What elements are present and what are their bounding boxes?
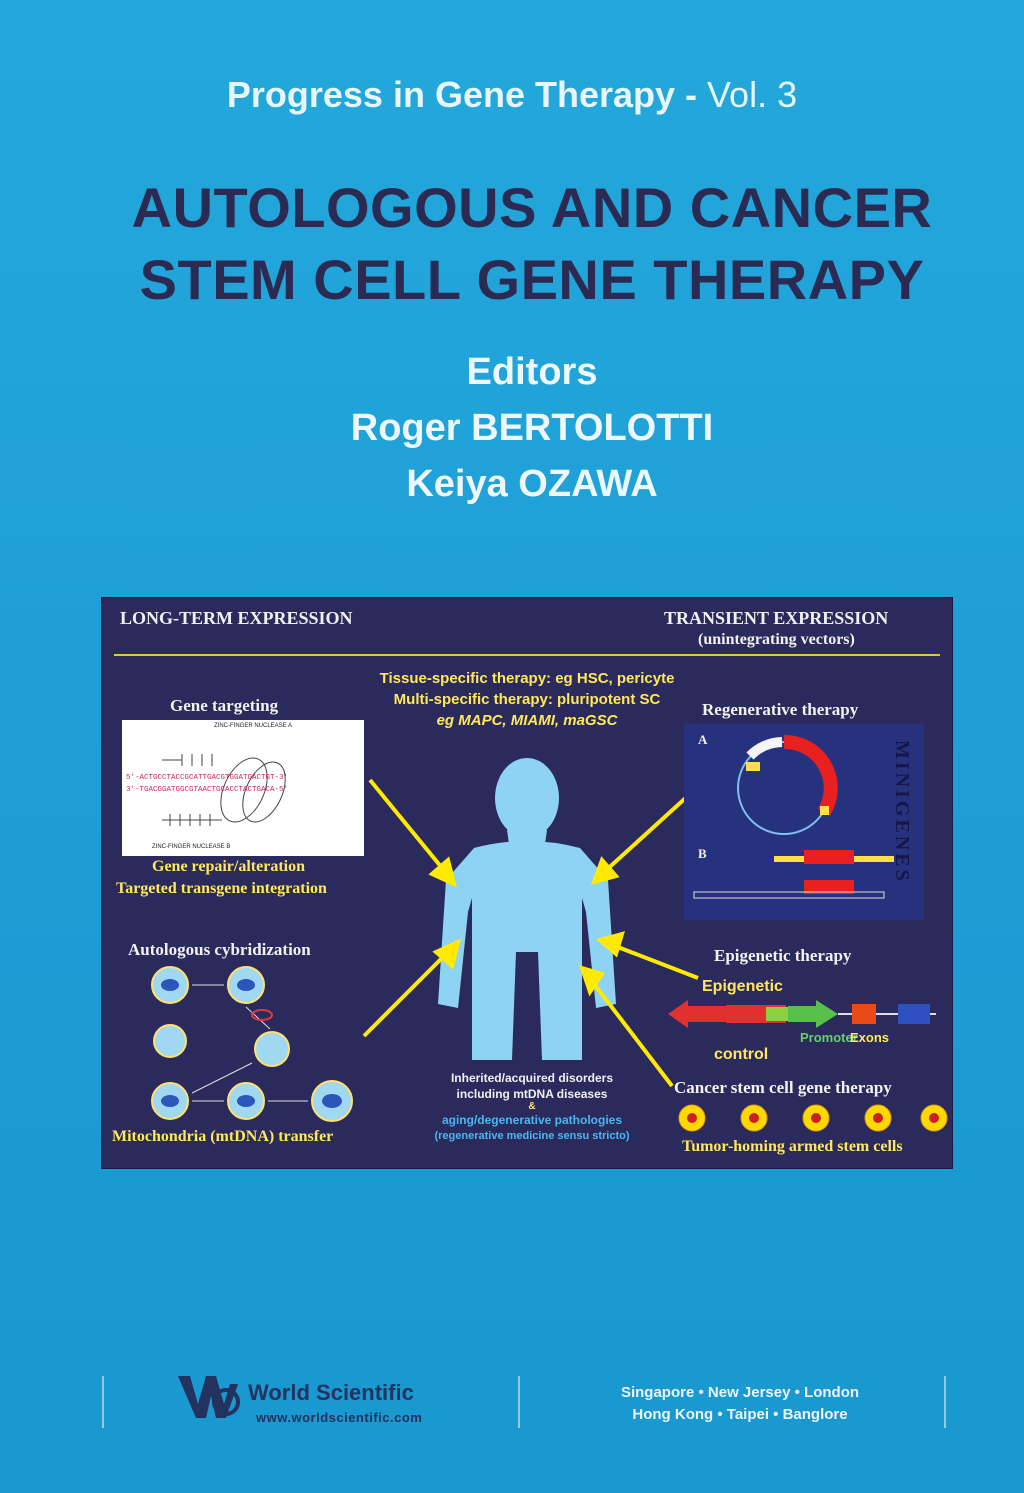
label-minigenes: MINIGENES (891, 740, 913, 884)
label-regenerative-therapy: Regenerative therapy (702, 700, 859, 719)
label-control: control (714, 1046, 769, 1063)
title-line-1: AUTOLOGOUS AND CANCER (131, 176, 933, 239)
epigenetic-construct (668, 1000, 936, 1028)
label-autologous-cybridization: Autologous cybridization (128, 940, 311, 959)
plasmid-illustration (693, 734, 894, 899)
label-ampersand: & (528, 1101, 536, 1112)
label-zf-a: ZINC-FINGER NUCLEASE A (214, 723, 293, 729)
publisher-name: World Scientific (248, 1380, 414, 1405)
series-volume: Vol. 3 (707, 74, 798, 115)
label-inherited: Inherited/acquired disorders (450, 1071, 614, 1085)
editor-name: Roger BERTOLOTTI (350, 407, 714, 449)
label-including: including mtDNA diseases (456, 1087, 608, 1101)
footer-divider (518, 1376, 520, 1428)
header-rule (114, 654, 940, 656)
editors-heading: Editors (466, 351, 598, 393)
zinc-finger-illustration (162, 754, 286, 826)
label-mito-transfer: Mitochondria (mtDNA) transfer (112, 1128, 334, 1145)
cybridization-diagram (151, 966, 353, 1122)
label-aging: aging/degenerative pathologies (441, 1113, 623, 1127)
series-title: Progress in Gene Therapy - Vol. 3 (0, 74, 1024, 116)
center-bottom-text: Inherited/acquired disorders including m… (402, 1070, 662, 1144)
zinc-finger-diagram: ZINC-FINGER NUCLEASE A 5'-ACTGCCTACCGCAT… (122, 720, 364, 856)
footer-divider (944, 1376, 946, 1428)
publisher-locations-line-1: Singapore • New Jersey • London (620, 1384, 860, 1401)
series-name: Progress in Gene Therapy - (226, 74, 708, 115)
label-promoter: Promoter (800, 1030, 858, 1045)
cover-figure: LONG-TERM EXPRESSION TRANSIENT EXPRESSIO… (101, 597, 953, 1169)
label-gene-targeting: Gene targeting (170, 696, 279, 715)
label-long-term-expression: LONG-TERM EXPRESSION (120, 608, 353, 628)
book-title: AUTOLOGOUS AND CANCER STEM CELL GENE THE… (0, 172, 1024, 316)
label-exons: Exons (850, 1030, 890, 1045)
label-b: B (698, 846, 707, 861)
label-zf-b: ZINC-FINGER NUCLEASE B (152, 844, 231, 850)
dna-sequence-top: 5'-ACTGCCTACCGCATTGACGTGGATGACTGT-3' (126, 774, 289, 782)
publisher-url: www.worldscientific.com (256, 1410, 423, 1425)
label-transient-expression: TRANSIENT EXPRESSION (664, 608, 889, 628)
label-cancer-stem-cell: Cancer stem cell gene therapy (674, 1078, 892, 1097)
label-epigenetic-therapy: Epigenetic therapy (714, 946, 852, 965)
label-targeted-integration: Targeted transgene integration (116, 880, 327, 897)
editors-block: Editors Roger BERTOLOTTI Keiya OZAWA (0, 344, 1024, 512)
editor-name: Keiya OZAWA (406, 463, 658, 505)
label-regen-med: (regenerative medicine sensu stricto) (434, 1130, 630, 1142)
stem-cells-row (678, 1104, 948, 1132)
dna-sequence-bottom: 3'-TGACGGATGGCGTAACTGCACCTACTGACA-5' (126, 786, 289, 794)
footer-divider (102, 1376, 104, 1428)
center-therapy-text: Tissue-specific therapy: eg HSC, pericyt… (302, 668, 752, 731)
world-scientific-logo-icon (178, 1376, 240, 1418)
yellow-arrows (362, 778, 699, 1088)
publisher-locations-line-2: Hong Kong • Taipei • Banglore (632, 1406, 848, 1423)
label-gene-repair: Gene repair/alteration (152, 858, 305, 875)
label-epigenetic: Epigenetic (702, 978, 783, 995)
central-figure (362, 758, 699, 1088)
center-line: Multi-specific therapy: pluripotent SC (393, 691, 661, 708)
label-a: A (698, 732, 708, 747)
title-line-2: STEM CELL GENE THERAPY (139, 248, 925, 311)
center-line: eg MAPC, MIAMI, maGSC (436, 712, 618, 729)
label-unintegrating-vectors: (unintegrating vectors) (698, 631, 855, 648)
minigenes-diagram: A B (684, 724, 924, 920)
human-silhouette (438, 758, 616, 1060)
center-line: Tissue-specific therapy: eg HSC, pericyt… (379, 670, 675, 687)
label-tumor-homing: Tumor-homing armed stem cells (682, 1138, 903, 1155)
